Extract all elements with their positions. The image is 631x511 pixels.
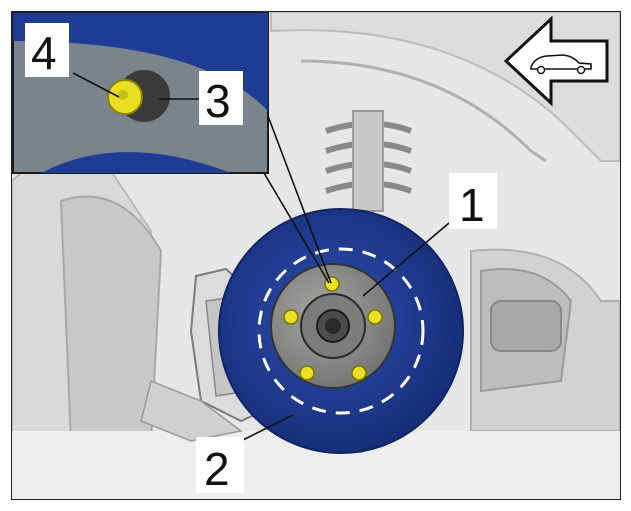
wheel-bolt xyxy=(351,365,367,381)
wheel-bolt xyxy=(299,365,315,381)
vehicle-body xyxy=(12,12,620,499)
callout-2: 2 xyxy=(196,437,244,495)
brake-disc xyxy=(218,208,464,454)
wheel-bolt xyxy=(324,276,340,292)
detail-inset xyxy=(12,12,269,174)
callout-1: 1 xyxy=(449,173,497,231)
svg-text:1: 1 xyxy=(459,179,485,231)
callout-3: 3 xyxy=(199,71,243,127)
arrow-left-car-icon xyxy=(503,15,609,107)
wheel-bolt xyxy=(367,309,383,325)
svg-text:4: 4 xyxy=(31,27,57,79)
brake-disc-illustration: 4 3 1 2 xyxy=(12,12,620,499)
callout-4: 4 xyxy=(25,23,69,79)
svg-text:2: 2 xyxy=(204,443,230,495)
svg-text:3: 3 xyxy=(205,75,231,127)
illustration-frame: 4 3 1 2 xyxy=(11,11,621,500)
wheel-bolt xyxy=(283,309,299,325)
callout-leader-lines xyxy=(72,72,450,442)
